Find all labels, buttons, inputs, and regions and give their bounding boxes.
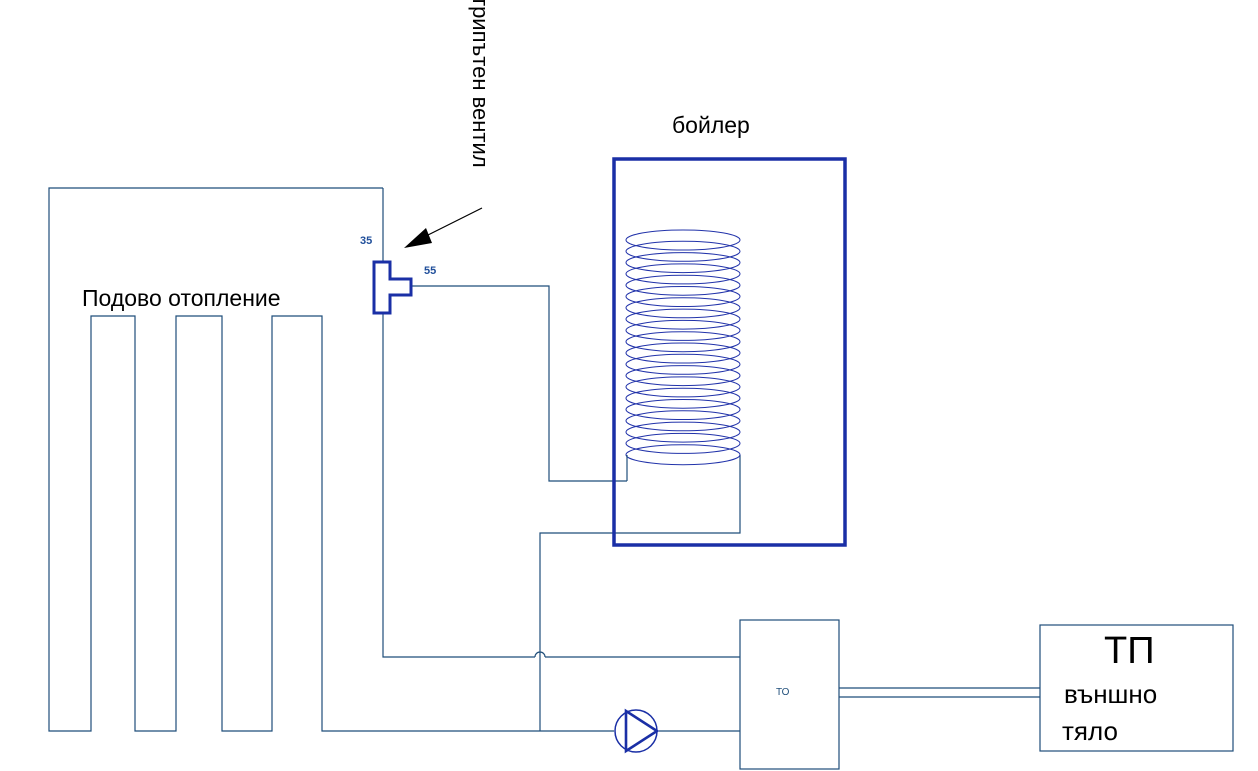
coil-turn <box>625 274 741 296</box>
coil-turn <box>625 252 741 274</box>
outdoor-unit-label-line1: външно <box>1064 679 1158 709</box>
floor-heating-loop <box>48 187 614 732</box>
coil-turn <box>625 444 741 466</box>
valve-pointer-arrow <box>404 207 483 248</box>
coil-turn <box>625 376 741 398</box>
return-pipe <box>382 188 535 658</box>
circulation-pump <box>614 708 660 754</box>
heat-pump-label: ТП <box>1104 630 1155 672</box>
coil-turn <box>625 229 741 251</box>
coil-turn <box>625 263 741 285</box>
temp-label-35: 35 <box>360 235 373 247</box>
coil-turn <box>625 432 741 454</box>
coil-turn <box>625 308 741 330</box>
heat-pump-box <box>1039 624 1234 752</box>
coil-turn <box>625 387 741 409</box>
valve-label: трипътен вентил <box>468 0 493 168</box>
boiler-supply-pipe <box>412 285 627 482</box>
temp-label-55: 55 <box>424 265 437 277</box>
coil-turn <box>625 365 741 387</box>
coil-turn <box>625 342 741 364</box>
coil-turn <box>625 297 741 319</box>
boiler-coil <box>625 229 741 481</box>
boiler-label: бойлер <box>672 112 750 138</box>
coil-turn <box>625 331 741 353</box>
boiler-return-pipe <box>539 455 741 731</box>
coil-turn <box>625 286 741 307</box>
coil-turn <box>625 353 741 375</box>
coil-turn <box>625 240 741 262</box>
floor-heating-label: Подово отопление <box>82 285 281 311</box>
coil-turn <box>625 421 741 443</box>
coil-turn <box>625 410 741 432</box>
outdoor-unit-label-line2: тяло <box>1062 716 1118 746</box>
heat-exchanger-box <box>739 619 840 770</box>
boiler-tank <box>612 157 847 547</box>
coil-turn <box>625 399 741 420</box>
coil-turn <box>625 319 741 341</box>
three-way-valve <box>372 260 413 315</box>
heat-exchanger-label: ТО <box>776 687 790 698</box>
